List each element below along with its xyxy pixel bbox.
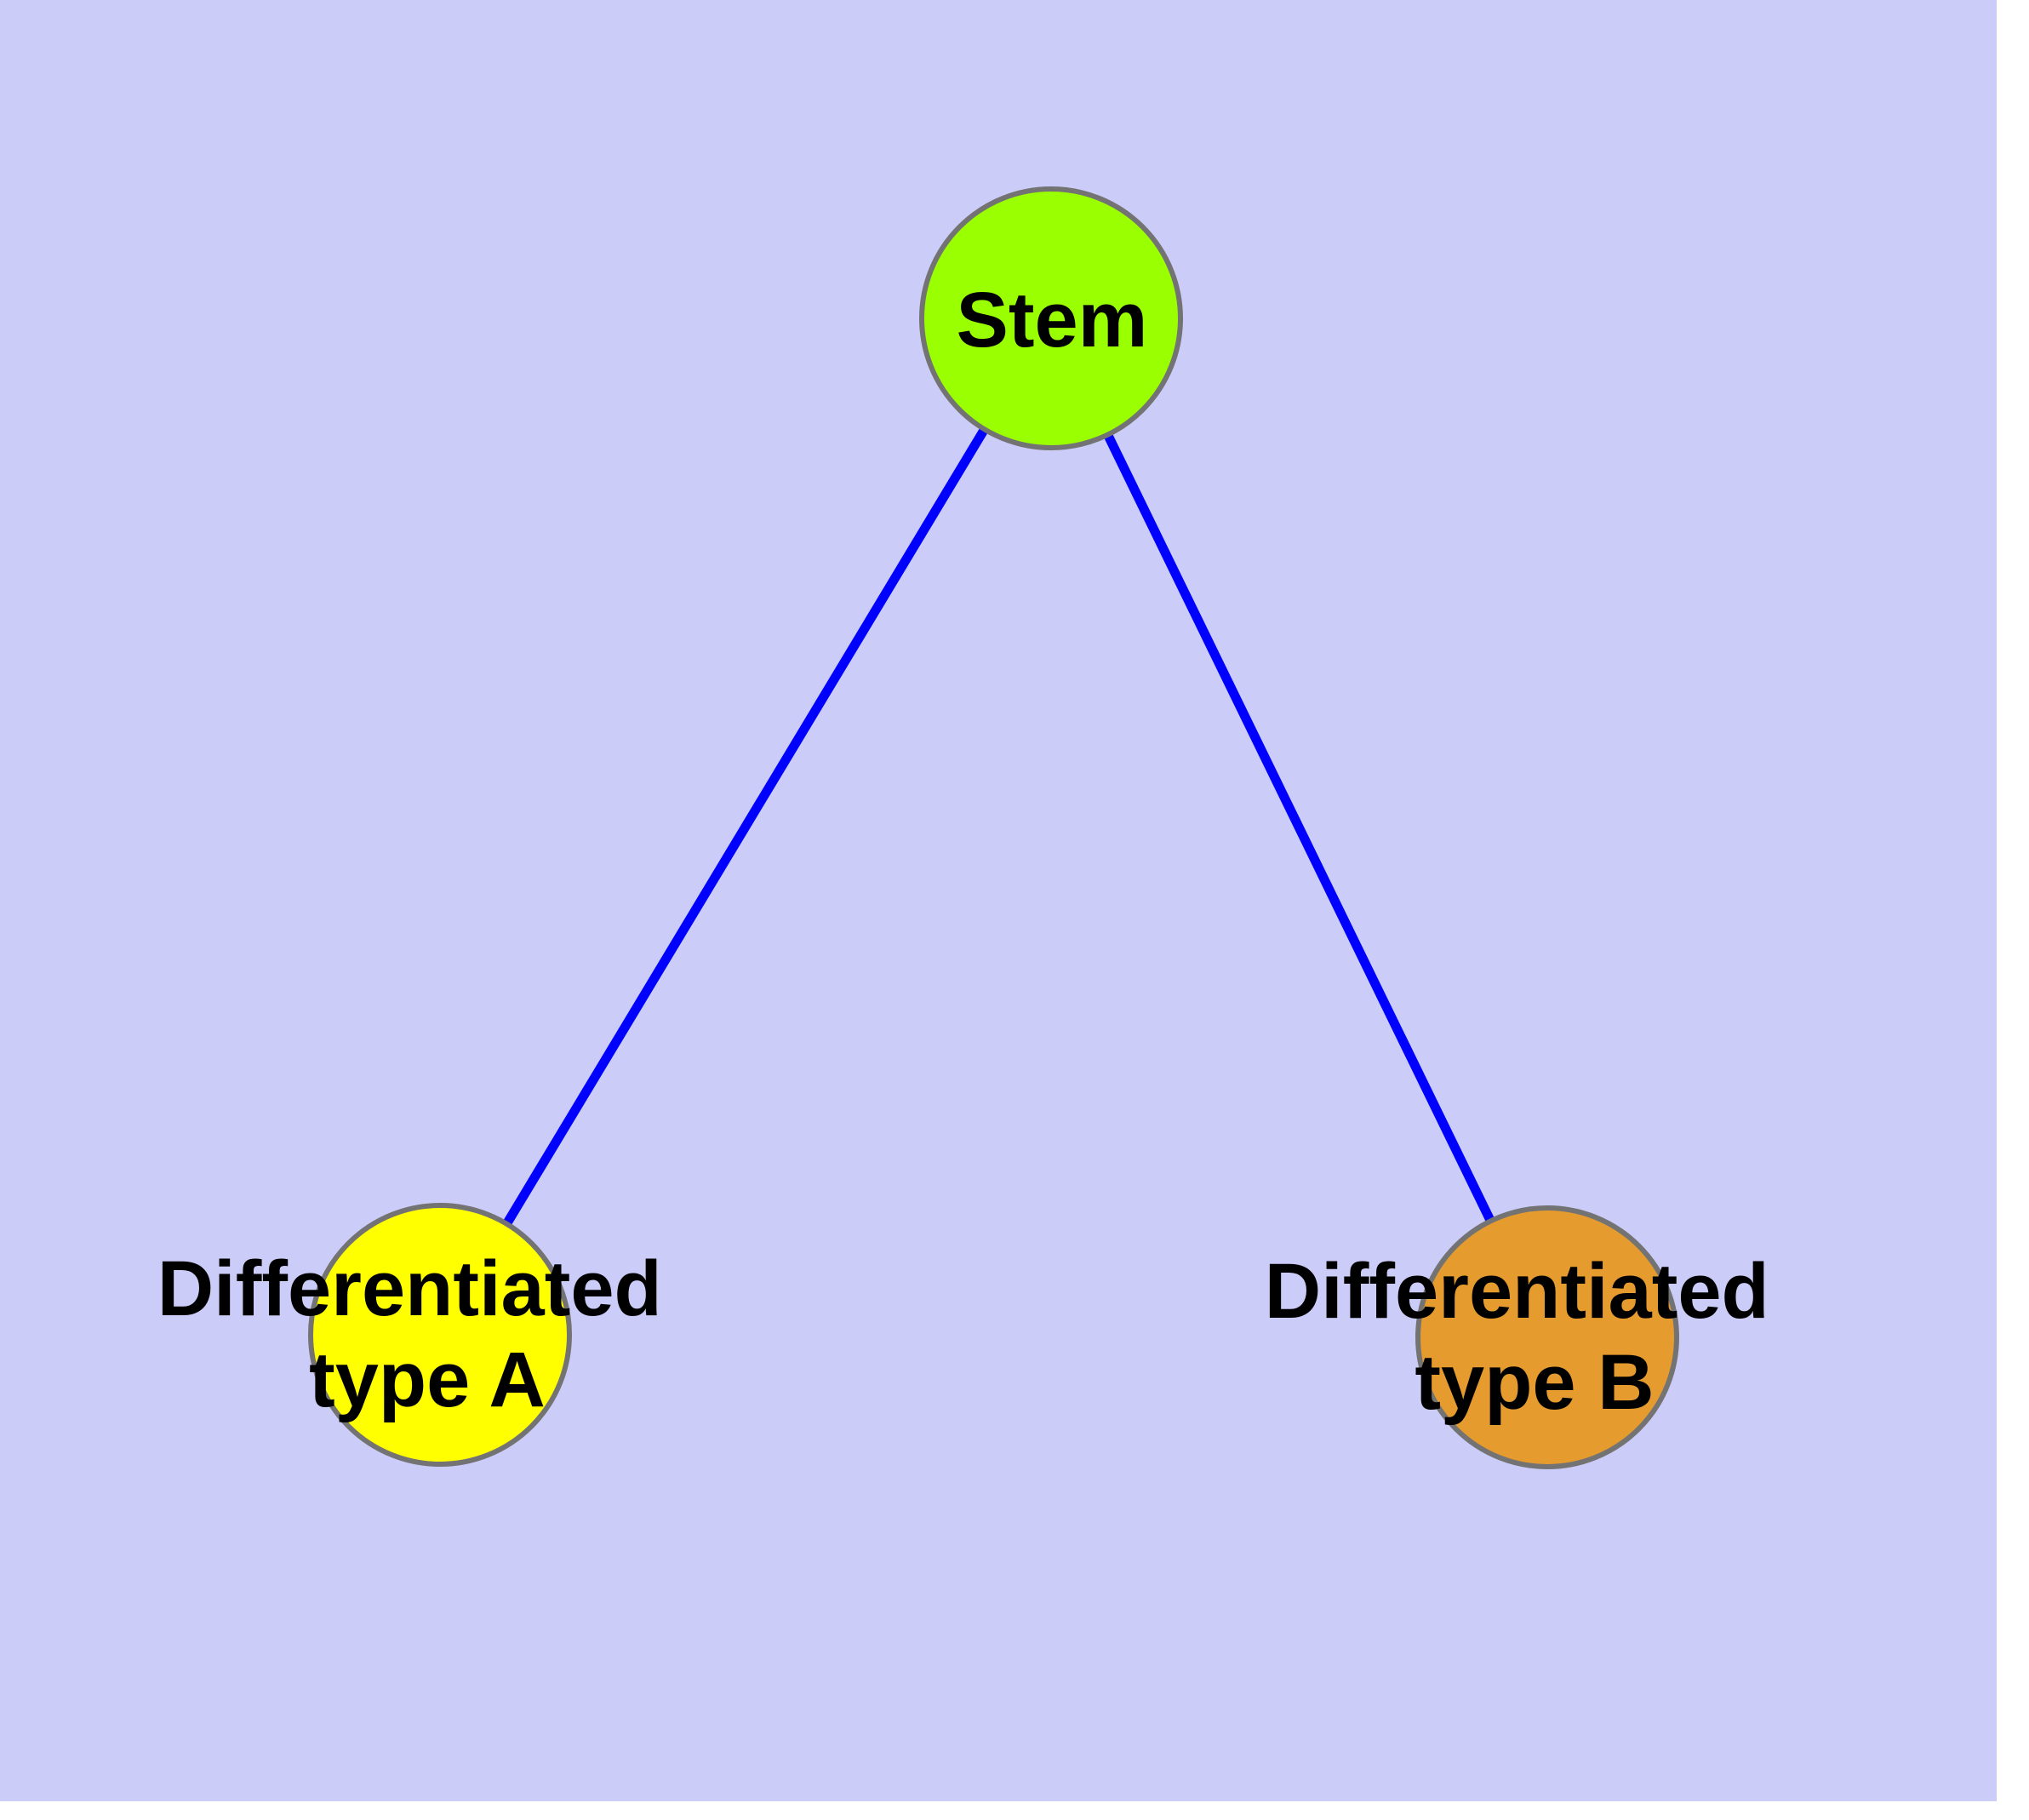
node-diff-b-label: Differentiated type B bbox=[1265, 1248, 1792, 1426]
node-stem-label: Stem bbox=[957, 277, 1148, 363]
edge-stem-to-diff-b[interactable] bbox=[1047, 316, 1552, 1340]
node-diff-b-label-line-2: type B bbox=[1415, 1339, 1654, 1426]
node-layer bbox=[308, 186, 1679, 1469]
label-layer: Stem Differentiated type A Differentiate… bbox=[157, 277, 1792, 1426]
node-diff-a-label: Differentiated type A bbox=[157, 1245, 684, 1423]
edge-stem-to-diff-a[interactable] bbox=[436, 316, 1055, 1337]
node-stem-circle[interactable] bbox=[919, 186, 1183, 450]
node-diff-b-label-line-1: Differentiated bbox=[1265, 1248, 1769, 1335]
node-link-graph: Stem Differentiated type A Differentiate… bbox=[157, 186, 1792, 1469]
node-diff-a-label-line-2: type A bbox=[309, 1336, 546, 1423]
node-diff-a-label-line-1: Differentiated bbox=[157, 1245, 662, 1332]
node-diff-a-circle[interactable] bbox=[308, 1203, 572, 1467]
node-diff-b-circle[interactable] bbox=[1415, 1205, 1679, 1469]
diagram-plot-area: Stem Differentiated type A Differentiate… bbox=[0, 0, 1997, 1801]
node-stem-label-line-1: Stem bbox=[957, 277, 1148, 363]
edge-layer bbox=[436, 316, 1552, 1340]
